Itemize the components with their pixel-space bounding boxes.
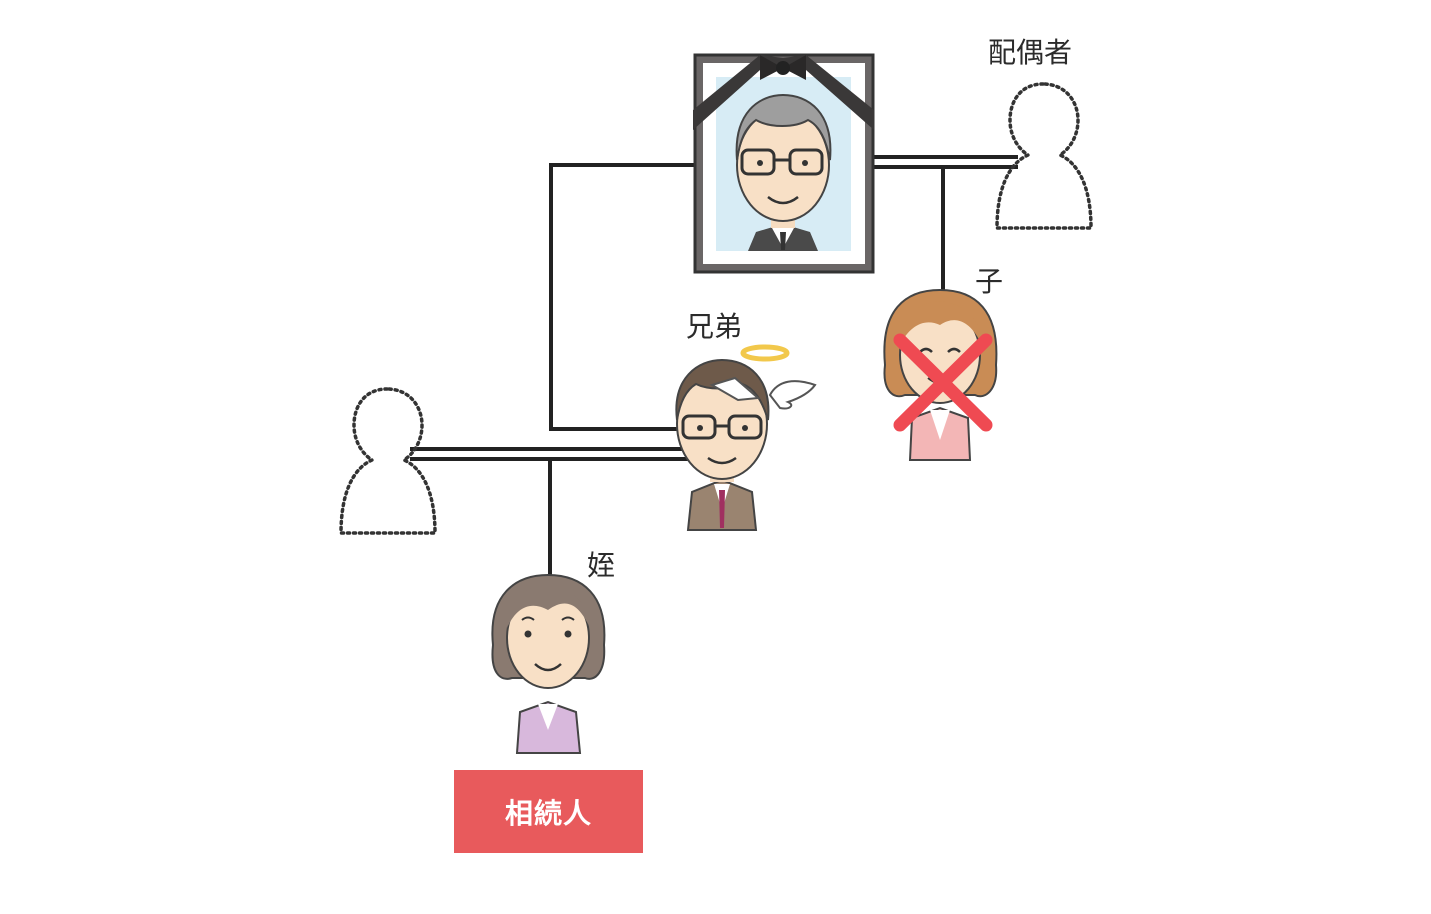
wing-icon <box>768 380 817 410</box>
child-label: 子 <box>975 265 1004 298</box>
sibling-spouse-silhouette <box>339 387 437 535</box>
heir-badge-bg <box>454 770 643 853</box>
relationship-lines <box>410 155 1018 580</box>
child-figure <box>883 288 998 461</box>
sibling-figure <box>675 358 770 531</box>
heir-badge: 相続人 <box>454 770 643 853</box>
heir-badge-label: 相続人 <box>504 796 592 830</box>
niece-label: 姪 <box>587 549 616 582</box>
spouse-label: 配偶者 <box>988 36 1073 69</box>
decedent-portrait <box>693 53 875 274</box>
niece-figure <box>491 573 606 754</box>
spouse-silhouette <box>995 82 1093 230</box>
sibling-label: 兄弟 <box>686 310 743 343</box>
child-excluded-cross-icon <box>893 333 993 432</box>
halo-icon <box>740 344 790 362</box>
